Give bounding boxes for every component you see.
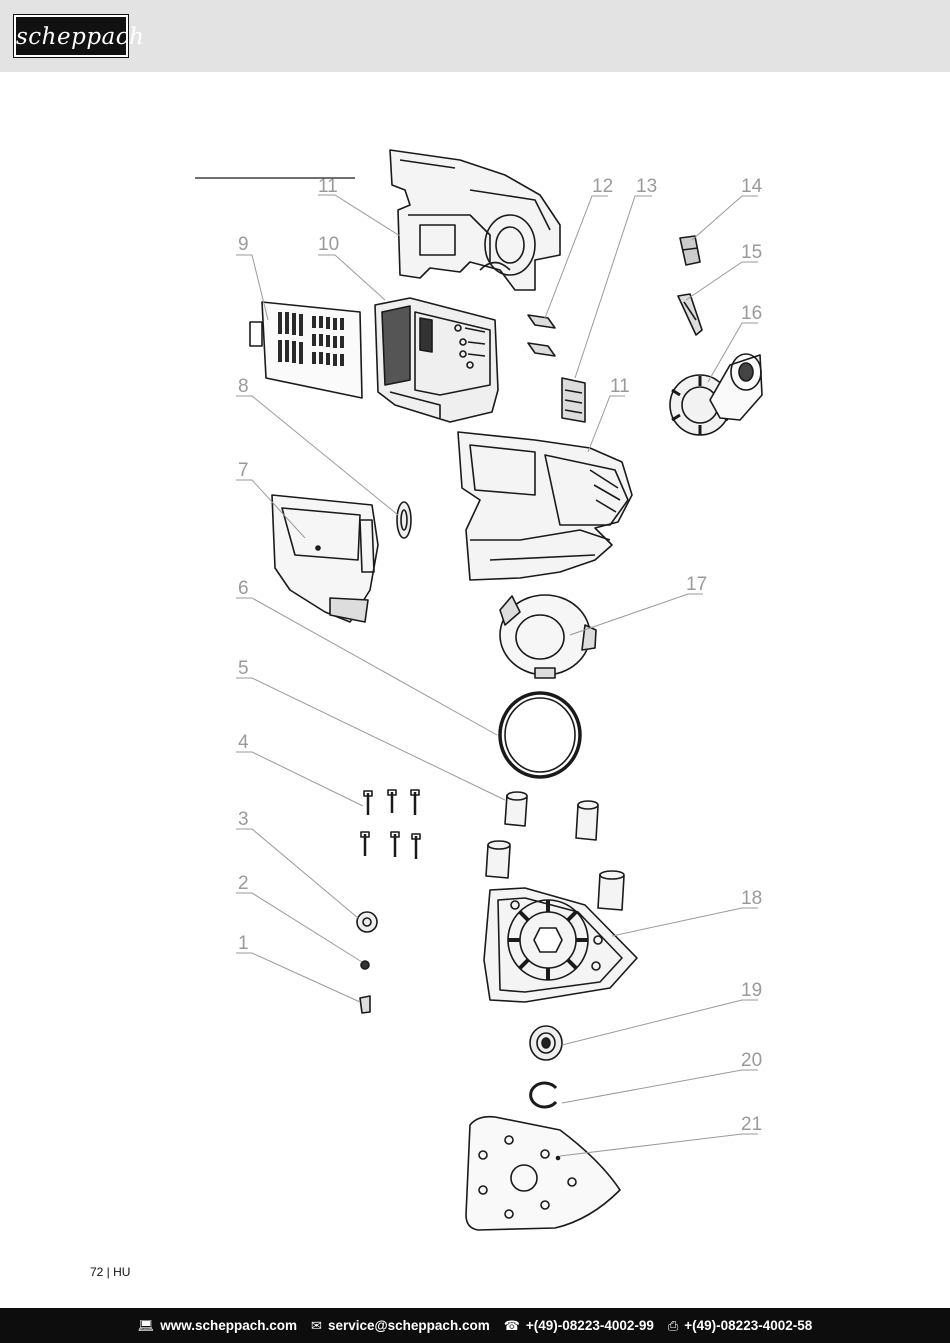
laptop-icon: 💻︎ xyxy=(137,1317,155,1333)
washer-part xyxy=(356,911,378,933)
callout-19: 19 xyxy=(741,980,762,1001)
dust-box-part xyxy=(271,494,379,623)
ring-seal-part xyxy=(396,501,412,539)
callout-7: 7 xyxy=(238,460,249,481)
callout-5: 5 xyxy=(238,658,249,679)
footer-mail-text: service@scheppach.com xyxy=(327,1318,490,1333)
callout-20: 20 xyxy=(741,1050,762,1071)
footer-bar: 💻︎ www.scheppach.com ✉︎ service@scheppac… xyxy=(0,1308,950,1343)
callout-6: 6 xyxy=(238,578,249,599)
callout-14: 14 xyxy=(741,176,763,197)
mail-icon: ✉︎ xyxy=(311,1317,322,1333)
footer-phone[interactable]: ☎︎ +(49)-08223-4002-99 xyxy=(504,1318,654,1334)
vent-cover-part xyxy=(249,301,363,399)
motor-fan-part xyxy=(669,353,763,436)
pad-base-part xyxy=(483,887,638,1003)
footer-fax-text: +(49)-08223-4002-58 xyxy=(684,1318,813,1333)
bearing-housing-part xyxy=(499,594,597,679)
screw-part xyxy=(360,789,421,859)
callout-1: 1 xyxy=(238,933,249,954)
callout-15: 15 xyxy=(741,242,762,263)
callout-8: 8 xyxy=(238,376,249,397)
footer-web[interactable]: 💻︎ www.scheppach.com xyxy=(138,1318,297,1334)
switch-part xyxy=(679,235,701,266)
o-ring-part xyxy=(498,691,582,779)
page-number: 72 | HU xyxy=(90,1265,131,1279)
clip-part xyxy=(527,314,556,357)
phone-icon: ☎︎ xyxy=(503,1317,520,1333)
footer-web-text: www.scheppach.com xyxy=(160,1318,298,1333)
callout-labels: 11 9 10 8 7 6 5 4 3 2 1 12 13 14 15 16 1… xyxy=(238,176,763,1135)
callout-16: 16 xyxy=(741,303,762,324)
callout-10: 10 xyxy=(318,234,339,255)
bolt-part xyxy=(359,995,371,1014)
brand-logo: scheppach xyxy=(13,14,144,58)
housing-bottom-part xyxy=(457,431,633,581)
callout-4: 4 xyxy=(238,732,249,753)
circlip-part xyxy=(529,1081,558,1109)
footer-fax[interactable]: ⎙︎ +(49)-08223-4002-58 xyxy=(668,1318,812,1334)
callout-18: 18 xyxy=(741,888,762,909)
rubber-pin-part xyxy=(485,791,625,911)
housing-top-part xyxy=(389,149,561,291)
callout-9: 9 xyxy=(238,234,249,255)
callout-13: 13 xyxy=(636,176,657,197)
nut-part xyxy=(360,960,370,970)
callout-17: 17 xyxy=(686,574,707,595)
callout-11-bottom: 11 xyxy=(610,376,630,397)
footer-phone-text: +(49)-08223-4002-99 xyxy=(525,1318,654,1333)
callout-21: 21 xyxy=(741,1114,762,1135)
leader-lines xyxy=(236,194,758,1157)
callout-11-top: 11 xyxy=(318,176,338,197)
battery-pack-part xyxy=(374,297,499,423)
sanding-pad-part xyxy=(465,1115,621,1231)
grille-insert-part xyxy=(561,377,586,423)
spring-part xyxy=(677,293,703,336)
exploded-view-diagram: 11 9 10 8 7 6 5 4 3 2 1 12 13 14 15 16 1… xyxy=(195,149,763,1231)
callout-2: 2 xyxy=(238,873,249,894)
header-bar: scheppach xyxy=(0,0,950,72)
footer-mail[interactable]: ✉︎ service@scheppach.com xyxy=(311,1318,490,1334)
callout-3: 3 xyxy=(238,809,249,830)
callout-12: 12 xyxy=(592,176,613,197)
fax-icon: ⎙︎ xyxy=(667,1317,679,1333)
